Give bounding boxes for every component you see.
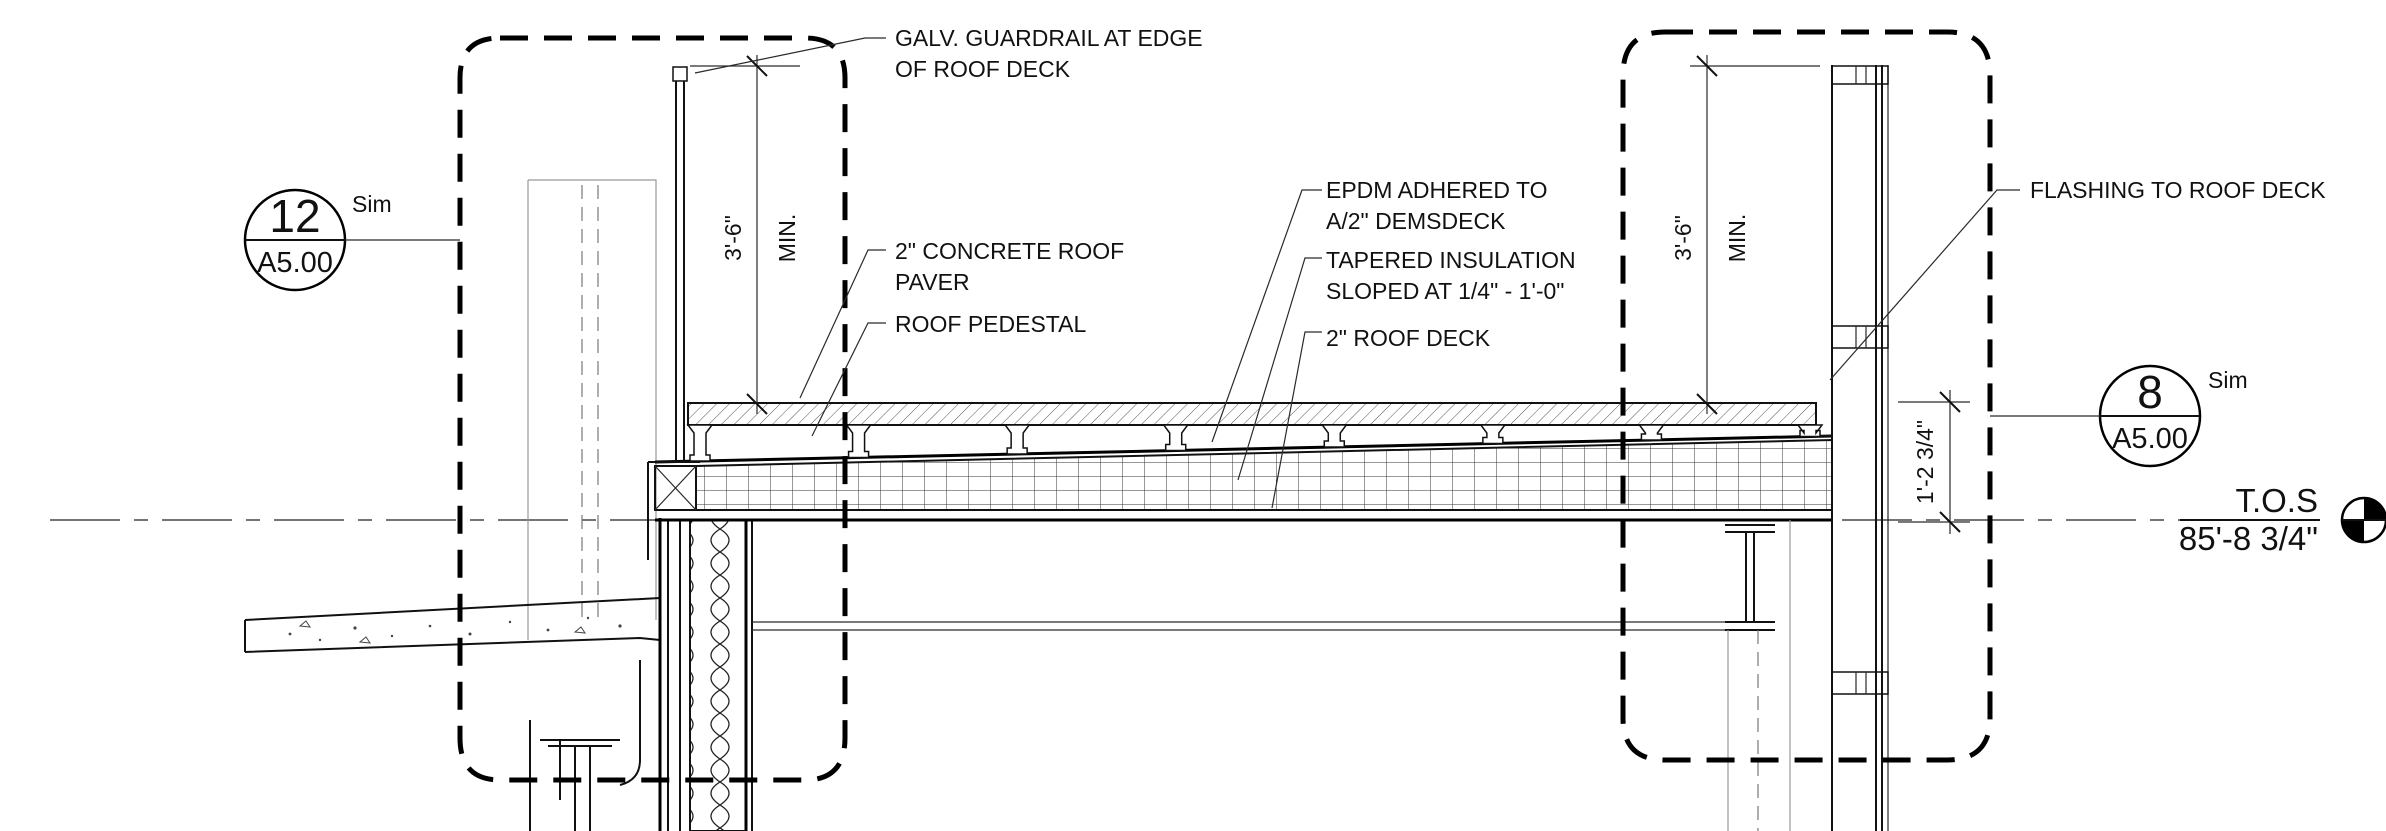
roof-pedestal xyxy=(845,424,873,459)
leader-lines xyxy=(694,37,2020,509)
callout-epdm: EPDM ADHERED TO A/2" DEMSDECK xyxy=(1326,177,1548,234)
existing-wall xyxy=(527,179,657,640)
roof-pedestal xyxy=(1320,424,1348,448)
detail-number: 12 xyxy=(269,190,320,242)
roof-pedestal xyxy=(686,424,714,462)
detail-number: 8 xyxy=(2137,366,2163,418)
mullion-clip xyxy=(1831,325,1889,349)
dimension-text: MIN. xyxy=(774,214,800,263)
elevation-label: T.O.S xyxy=(2235,482,2318,519)
svg-text:A/2" DEMSDECK: A/2" DEMSDECK xyxy=(1326,208,1506,234)
svg-text:SLOPED AT 1/4" - 1'-0": SLOPED AT 1/4" - 1'-0" xyxy=(1326,278,1564,304)
mullion-clip xyxy=(1831,65,1889,85)
callout-guardrail: GALV. GUARDRAIL AT EDGE OF ROOF DECK xyxy=(895,25,1203,82)
roof-pedestal xyxy=(1796,424,1824,438)
callout-roof-deck: 2" ROOF DECK xyxy=(1326,325,1491,351)
svg-text:PAVER: PAVER xyxy=(895,269,970,295)
similar-note: Sim xyxy=(2208,367,2248,393)
dimension-text: 3'-6" xyxy=(720,215,746,261)
sheet-number: A5.00 xyxy=(2112,423,2188,455)
roof-pedestal xyxy=(1162,424,1190,452)
svg-text:TAPERED INSULATION: TAPERED INSULATION xyxy=(1326,247,1576,273)
detail-boundary-right xyxy=(1620,29,1993,763)
sheet-number: A5.00 xyxy=(257,247,333,279)
dimension-text: 1'-2 3/4" xyxy=(1912,420,1938,504)
steel-beam xyxy=(752,520,1791,831)
elevation-target-icon xyxy=(2340,496,2386,544)
detail-reference-right[interactable]: 8 A5.00 Sim xyxy=(1990,364,2248,468)
dimension-text: 3'-6" xyxy=(1670,215,1696,261)
roof-pedestal xyxy=(1479,424,1507,445)
concrete-paver xyxy=(687,402,1817,426)
dimension-slab-depth: 1'-2 3/4" xyxy=(1898,390,1970,534)
similar-note: Sim xyxy=(352,191,392,217)
elevation-marker: T.O.S 85'-8 3/4" xyxy=(2179,482,2386,557)
callout-tapered-insulation: TAPERED INSULATION SLOPED AT 1/4" - 1'-0… xyxy=(1326,247,1576,304)
svg-text:OF ROOF DECK: OF ROOF DECK xyxy=(895,56,1071,82)
existing-concrete-slab xyxy=(244,597,661,831)
svg-text:2" CONCRETE ROOF: 2" CONCRETE ROOF xyxy=(895,238,1124,264)
roof-pedestal xyxy=(1003,424,1031,455)
callout-roof-pedestal: ROOF PEDESTAL xyxy=(895,311,1086,337)
roof-assembly xyxy=(647,402,1833,560)
dimension-text: MIN. xyxy=(1724,214,1750,263)
detail-reference-left[interactable]: 12 A5.00 Sim xyxy=(243,188,460,292)
svg-text:GALV. GUARDRAIL AT EDGE: GALV. GUARDRAIL AT EDGE xyxy=(895,25,1203,51)
roof-pedestals xyxy=(686,424,1824,462)
callout-concrete-paver: 2" CONCRETE ROOF PAVER xyxy=(895,238,1124,295)
callout-flashing: FLASHING TO ROOF DECK xyxy=(2030,177,2326,203)
roof-flashing xyxy=(1820,420,1833,437)
roof-pedestal xyxy=(1637,424,1665,441)
galvanized-guardrail xyxy=(672,66,688,462)
dimension-left-guardrail: 3'-6" MIN. xyxy=(690,55,800,415)
dimension-right-guardrail: 3'-6" MIN. xyxy=(1670,55,1820,415)
curtain-wall xyxy=(1820,65,1889,831)
svg-text:EPDM ADHERED TO: EPDM ADHERED TO xyxy=(1326,177,1548,203)
mullion-clip xyxy=(1831,671,1889,695)
elevation-value: 85'-8 3/4" xyxy=(2179,520,2318,557)
parapet-wall xyxy=(658,518,753,831)
